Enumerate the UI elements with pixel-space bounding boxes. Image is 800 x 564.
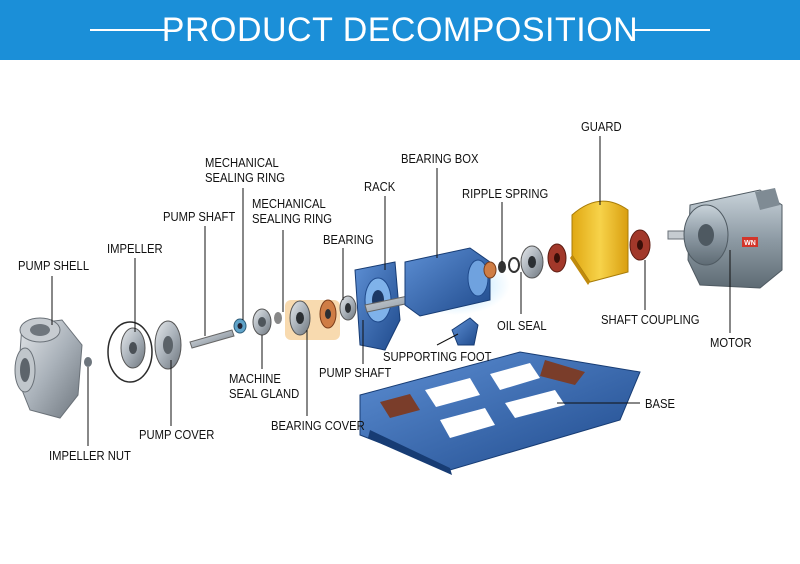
label-ripple-spring: RIPPLE SPRING — [462, 187, 549, 201]
bearing — [339, 295, 357, 321]
label-rack: RACK — [364, 180, 396, 194]
label-guard: GUARD — [581, 120, 622, 134]
page-title: PRODUCT DECOMPOSITION — [161, 11, 639, 49]
title-left-line — [90, 29, 168, 31]
label-pump-shaft: PUMP SHAFT — [163, 210, 236, 224]
label-pump-shaft-2: PUMP SHAFT — [319, 366, 392, 380]
label-bearing: BEARING — [323, 233, 374, 247]
base — [359, 351, 641, 475]
label-pump-shell: PUMP SHELL — [18, 259, 90, 273]
pump-cover — [154, 320, 182, 370]
guard — [570, 200, 629, 285]
label-motor: MOTOR — [710, 336, 752, 350]
title-right-line — [632, 29, 710, 31]
impeller-nut — [84, 357, 92, 367]
mechanical-sealing-rings — [233, 308, 282, 336]
label-machine-seal-gland-line2: SEAL GLAND — [229, 387, 300, 401]
label-oil-seal: OIL SEAL — [497, 319, 547, 333]
label-base: BASE — [645, 397, 676, 411]
impeller — [107, 321, 153, 383]
bearing-cover — [285, 299, 340, 340]
motor-badge: WN — [744, 240, 756, 247]
label-mechanical-sealing-ring-1-line1: MECHANICAL — [205, 156, 279, 170]
label-impeller-nut: IMPELLER NUT — [49, 449, 131, 463]
label-bearing-box: BEARING BOX — [401, 152, 479, 166]
label-pump-cover: PUMP COVER — [139, 428, 215, 442]
supporting-foot — [451, 317, 479, 346]
motor: WN — [667, 188, 783, 289]
label-supporting-foot: SUPPORTING FOOT — [383, 350, 492, 364]
label-machine-seal-gland-line1: MACHINE — [229, 372, 281, 386]
pump-shaft — [189, 329, 235, 349]
shaft-coupling — [547, 229, 651, 273]
exploded-pump-diagram: WN — [14, 136, 783, 475]
leader-lines — [51, 136, 731, 446]
label-impeller: IMPELLER — [107, 242, 163, 256]
label-mechanical-sealing-ring-2-line2: SEALING RING — [252, 212, 333, 226]
ripple-spring-and-oil-seal — [483, 245, 544, 279]
bearing-box — [400, 247, 510, 317]
label-shaft-coupling: SHAFT COUPLING — [601, 313, 700, 327]
header-bar: PRODUCT DECOMPOSITION — [0, 0, 800, 60]
pump-shell — [14, 317, 83, 419]
label-mechanical-sealing-ring-2-line1: MECHANICAL — [252, 197, 326, 211]
label-bearing-cover: BEARING COVER — [271, 419, 365, 433]
label-mechanical-sealing-ring-1-line2: SEALING RING — [205, 171, 286, 185]
